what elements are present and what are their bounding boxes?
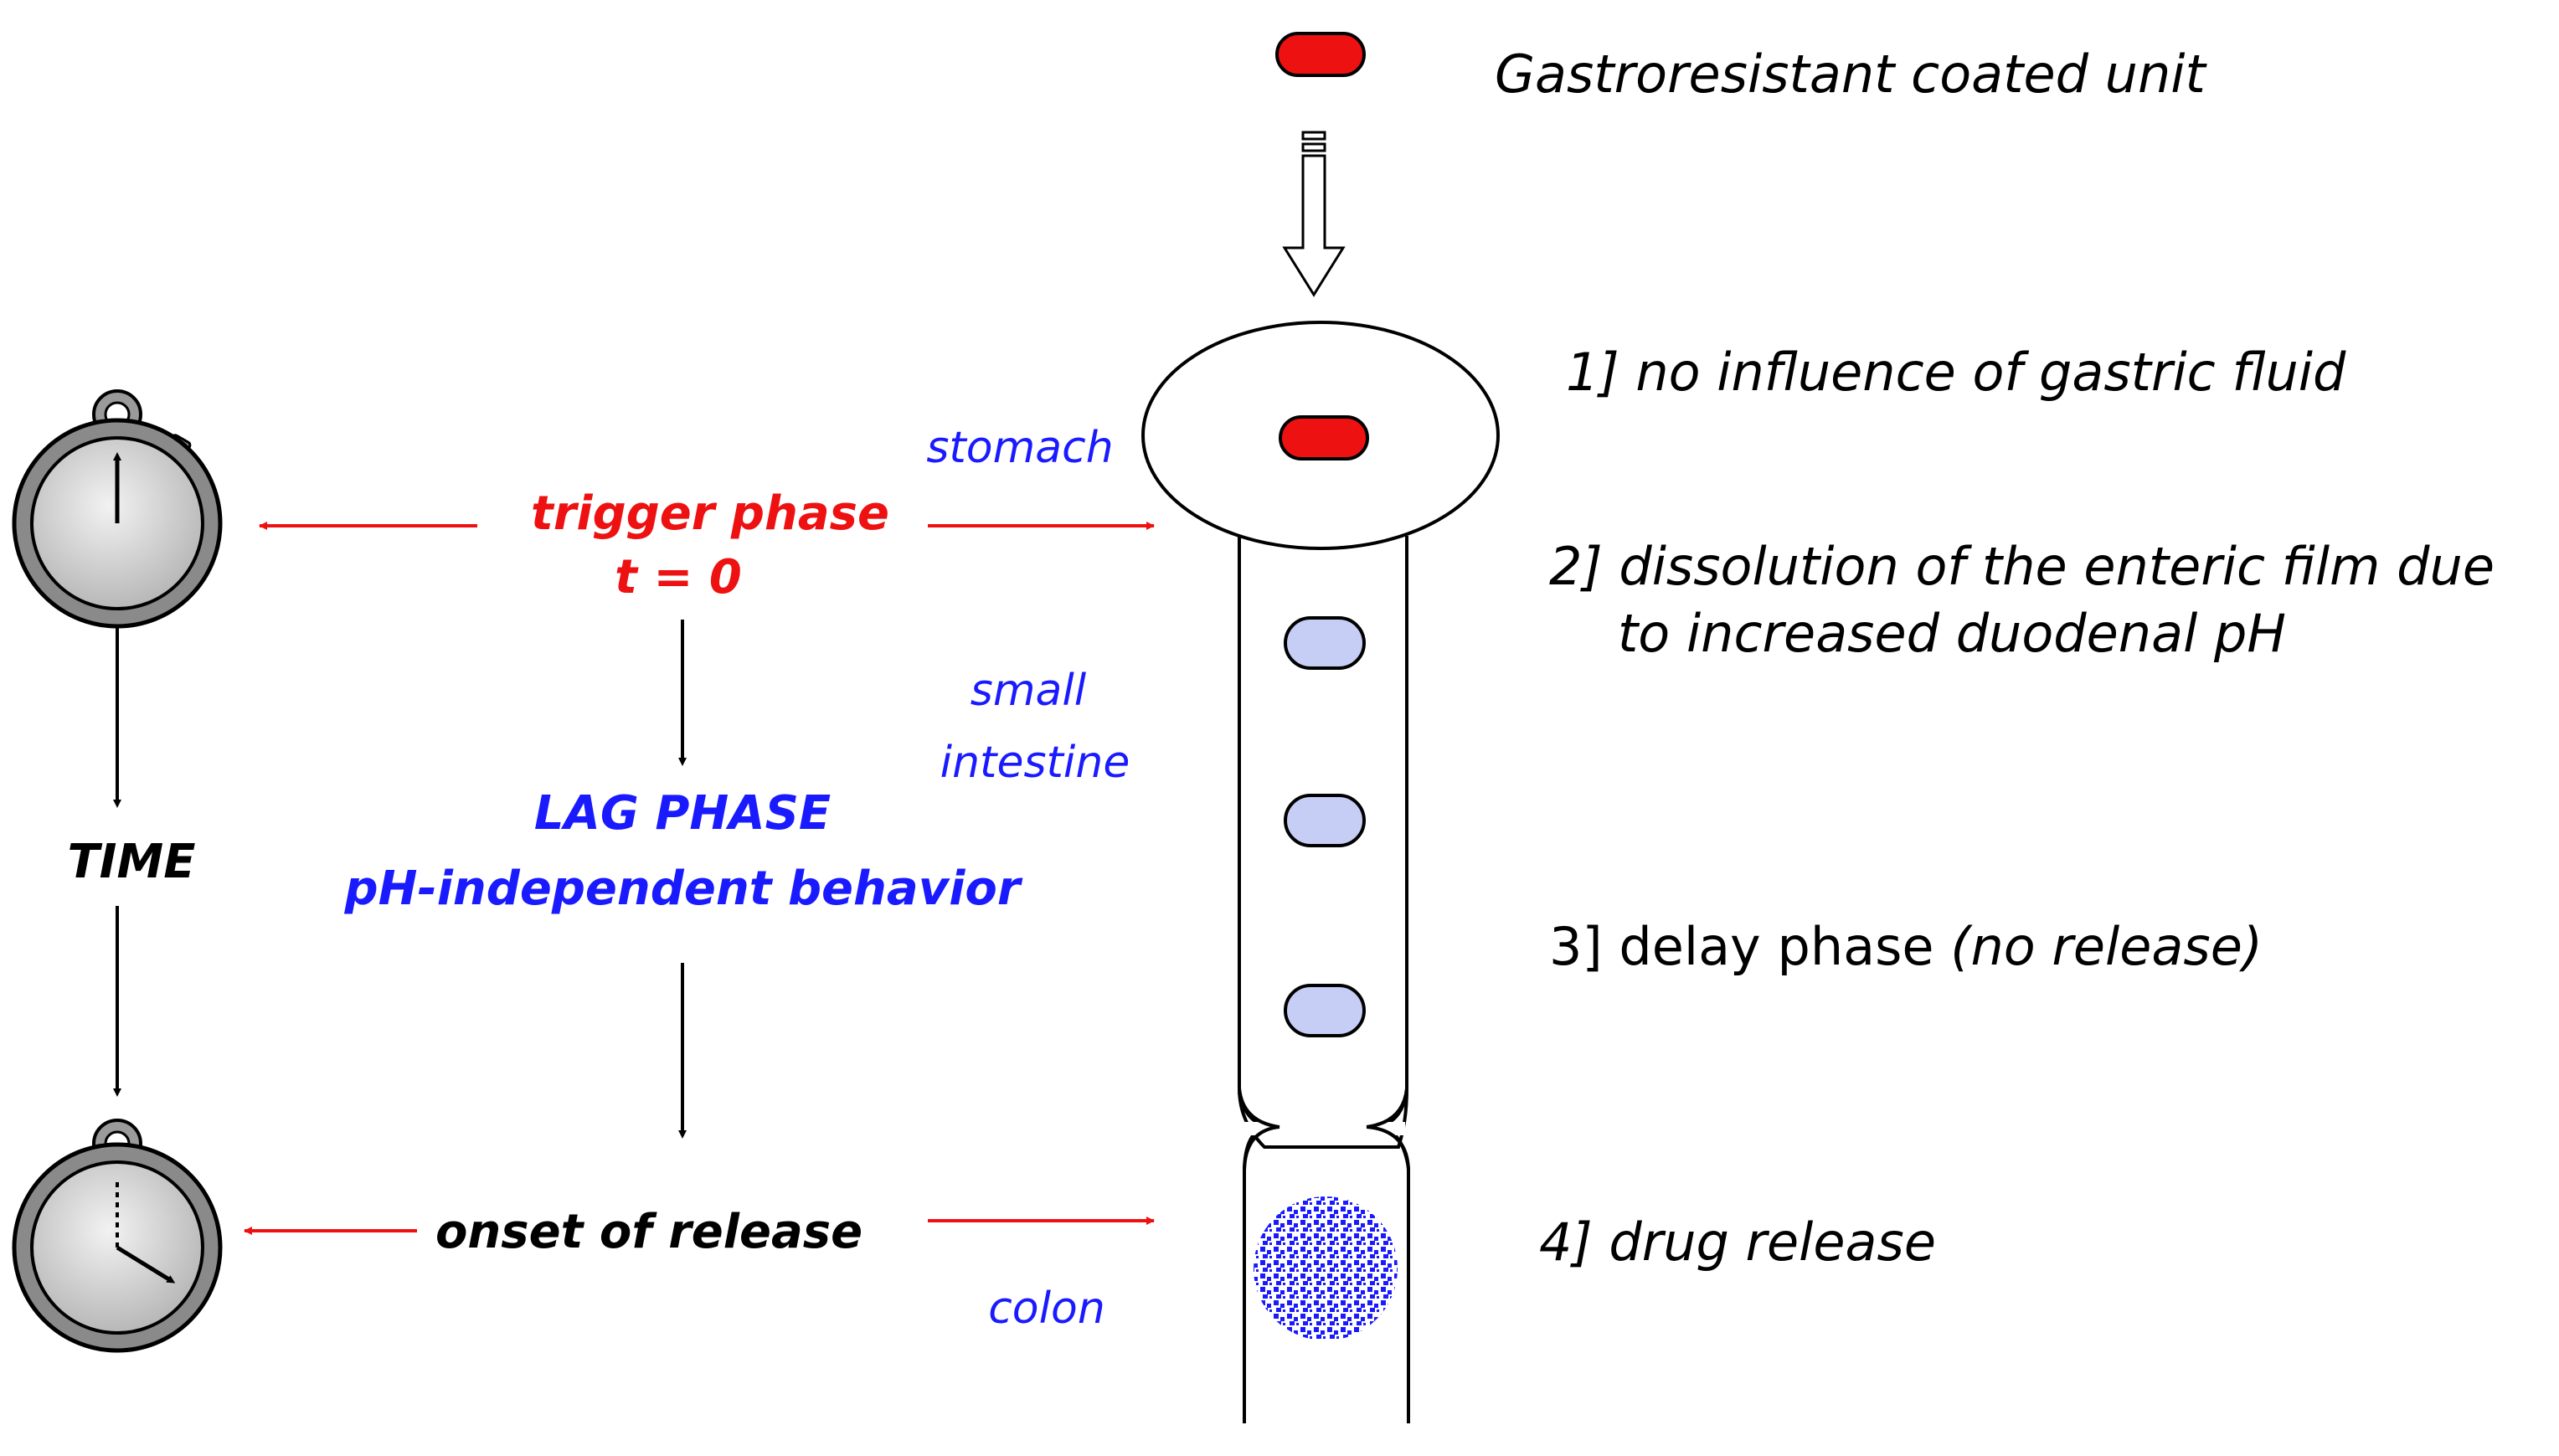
step-3-paren: (no release) — [1950, 916, 2263, 977]
step-1: 1] no influence of gastric fluid — [1566, 342, 2346, 403]
label-lag-phase: LAG PHASE — [534, 786, 831, 841]
step-2-line2: to increased duodenal pH — [1618, 603, 2286, 664]
step-3-main: 3] delay phase — [1549, 916, 1950, 977]
label-t-zero: t = 0 — [615, 550, 742, 605]
step-4: 4] drug release — [1539, 1212, 1936, 1273]
label-small: small — [971, 666, 1087, 716]
label-colon: colon — [988, 1284, 1105, 1334]
coated-unit-top — [1275, 32, 1366, 77]
stopwatch-icon-start — [12, 389, 223, 629]
label-trigger-phase: trigger phase — [531, 486, 889, 541]
step-2-line1: 2] dissolution of the enteric film due — [1549, 536, 2495, 597]
step-3: 3] delay phase (no release) — [1549, 916, 2263, 977]
unit-small-intestine-1 — [1284, 616, 1366, 670]
unit-small-intestine-2 — [1284, 794, 1366, 847]
label-onset-of-release: onset of release — [435, 1205, 862, 1259]
stopwatch-icon-onset — [12, 1119, 223, 1353]
label-time: TIME — [67, 835, 195, 889]
hollow-down-arrow — [1282, 131, 1346, 297]
label-stomach: stomach — [926, 423, 1113, 473]
unit-small-intestine-3 — [1284, 984, 1366, 1037]
coated-unit-stomach — [1279, 415, 1369, 460]
label-intestine: intestine — [940, 738, 1130, 788]
label-coated-unit: Gastroresistant coated unit — [1495, 44, 2207, 105]
label-ph-independent: pH-independent behavior — [344, 862, 1023, 916]
drug-release-particles — [1254, 1196, 1398, 1340]
